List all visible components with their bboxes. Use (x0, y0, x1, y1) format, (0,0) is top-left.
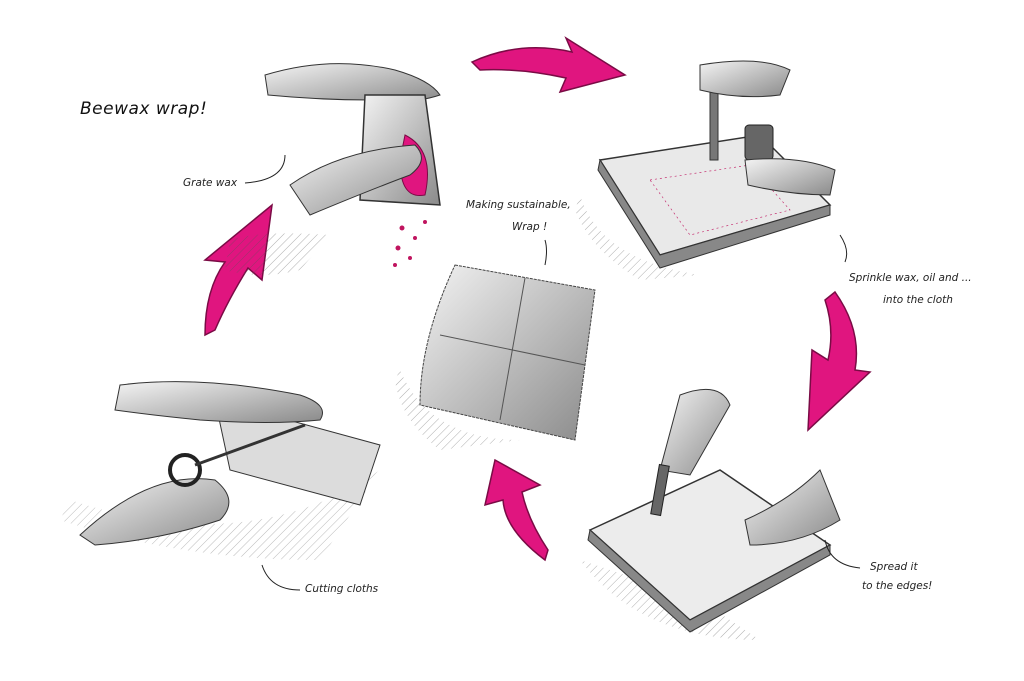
label-sprinkle-line2: into the cloth (883, 294, 953, 306)
label-sprinkle-line1: Sprinkle wax, oil and ... (849, 272, 972, 284)
spread-tray-scene (580, 388, 841, 640)
page-title: Beewax wrap! (80, 99, 208, 119)
arrow-right-icon (807, 290, 872, 432)
label-center-line2: Wrap ! (512, 221, 548, 233)
label-center-line1: Making sustainable, (466, 199, 571, 211)
sprinkle-tray-scene (575, 60, 836, 280)
label-pointers (244, 154, 861, 591)
label-grate-wax: Grate wax (183, 177, 238, 189)
arrow-bottom-icon (483, 458, 549, 562)
label-spread-line1: Spread it (870, 561, 918, 573)
label-spread-line2: to the edges! (862, 580, 933, 592)
cutting-scene (60, 381, 381, 560)
grater-scene (225, 63, 441, 275)
label-cutting-cloths: Cutting cloths (305, 583, 379, 595)
arrow-top-icon (470, 36, 627, 94)
finished-wrap-scene (395, 264, 596, 450)
